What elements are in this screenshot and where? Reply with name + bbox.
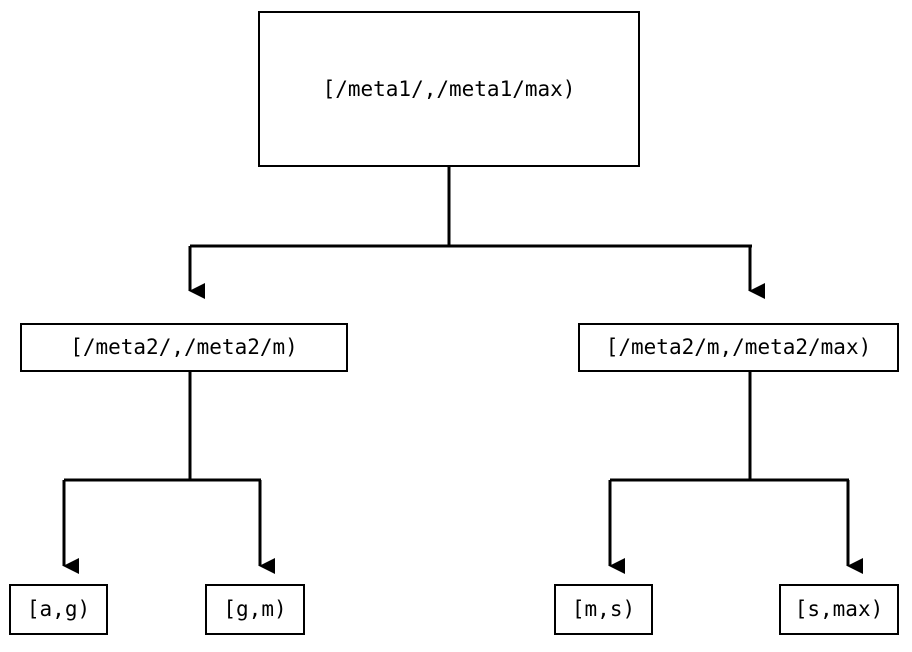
tree-node-leaf-g-m[interactable]: [g,m) (205, 584, 305, 635)
tree-node-leaf-a-g[interactable]: [a,g) (9, 584, 108, 635)
tree-node-root[interactable]: [/meta1/,/meta1/max) (258, 11, 640, 167)
tree-node-mid-left-label: [/meta2/,/meta2/m) (70, 335, 298, 359)
tree-node-leaf-m-s[interactable]: [m,s) (554, 584, 653, 635)
tree-node-leaf-a-g-label: [a,g) (26, 597, 91, 621)
tree-node-mid-right-label: [/meta2/m,/meta2/max) (605, 335, 872, 359)
tree-node-leaf-m-s-label: [m,s) (571, 597, 636, 621)
tree-node-mid-right[interactable]: [/meta2/m,/meta2/max) (578, 323, 899, 372)
tree-node-root-label: [/meta1/,/meta1/max) (322, 76, 576, 101)
tree-node-leaf-g-m-label: [g,m) (223, 597, 287, 621)
tree-node-leaf-s-max[interactable]: [s,max) (779, 584, 899, 635)
tree-node-mid-left[interactable]: [/meta2/,/meta2/m) (20, 323, 348, 372)
tree-node-leaf-s-max-label: [s,max) (794, 597, 884, 621)
